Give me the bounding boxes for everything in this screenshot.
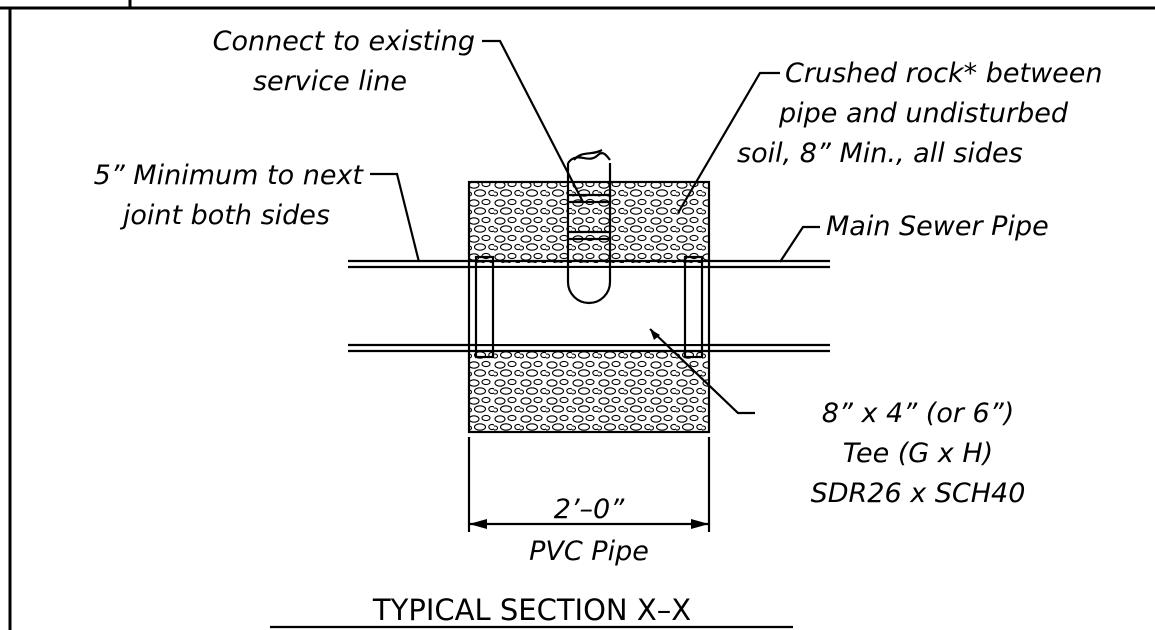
tee-label-line1: 8” x 4” (or 6”) [822, 398, 1015, 429]
tee-label-line3: SDR26 x SCH40 [811, 478, 1026, 509]
main-sewer-label: Main Sewer Pipe [826, 211, 1049, 242]
main-sewer-pipe [348, 259, 830, 353]
minimum-label-line2: joint both sides [119, 200, 330, 231]
dimension-label: 2’–0” [554, 494, 625, 525]
width-dimension [467, 437, 711, 532]
connect-label-line1: Connect to existing [213, 26, 475, 57]
tee-label-line2: Tee (G x H) [843, 438, 993, 469]
tee-couplings [474, 255, 704, 359]
pipe-material-label: PVC Pipe [529, 536, 649, 567]
minimum-label-line1: 5” Minimum to next [94, 160, 365, 191]
leader-lines [370, 39, 820, 415]
connect-label-line2: service line [253, 66, 407, 97]
section-title: TYPICAL SECTION X–X [372, 593, 691, 627]
crushed-rock-label-line1: Crushed rock* between [785, 58, 1103, 89]
service-pipe [566, 149, 612, 305]
crushed-rock-label-line2: pipe and undisturbed [778, 98, 1069, 129]
crushed-rock-label-line3: soil, 8” Min., all sides [737, 138, 1023, 169]
